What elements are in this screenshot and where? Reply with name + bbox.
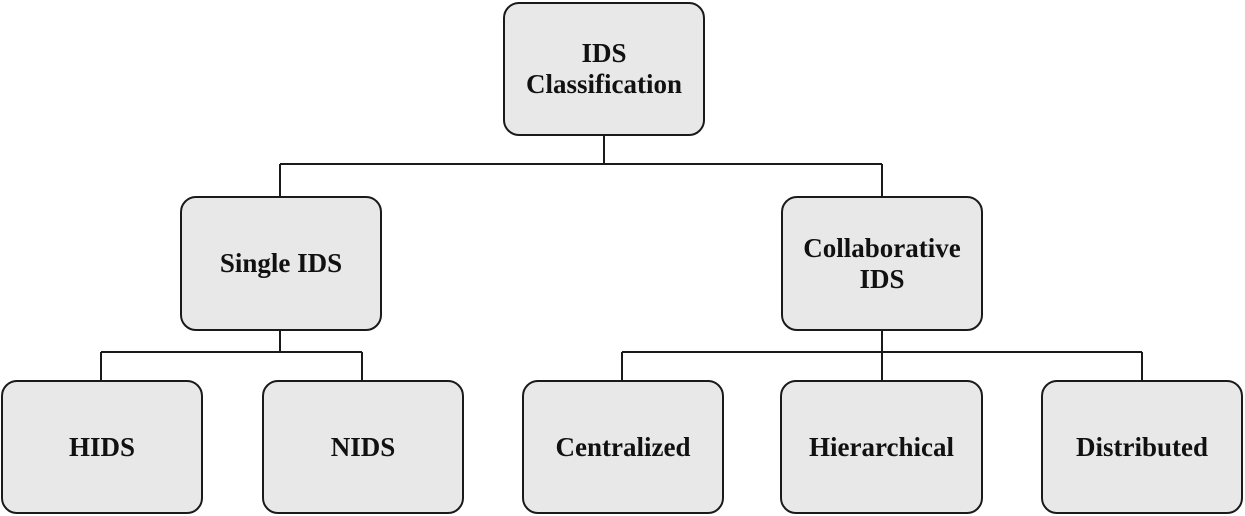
node-label: HIDS [68, 431, 136, 462]
node-label: Distributed [1075, 431, 1208, 462]
node-label: IDS Classification [525, 38, 682, 99]
node-ids-classification: IDS Classification [503, 2, 705, 136]
connector-single-to-children [100, 331, 363, 380]
node-nids: NIDS [262, 380, 464, 514]
node-label: Centralized [555, 431, 691, 462]
node-label: Single IDS [219, 248, 343, 278]
node-hids: HIDS [1, 380, 203, 514]
node-single-ids: Single IDS [180, 196, 382, 331]
node-label: NIDS [330, 431, 396, 462]
node-centralized: Centralized [522, 380, 724, 514]
node-label: Collaborative IDS [803, 232, 961, 294]
node-label: Hierarchical [809, 431, 954, 462]
node-hierarchical: Hierarchical [780, 380, 983, 514]
connector-root-to-level1 [279, 136, 883, 196]
node-collaborative-ids: Collaborative IDS [781, 196, 983, 331]
node-distributed: Distributed [1041, 380, 1243, 514]
connector-collaborative-to-children [621, 331, 1143, 380]
